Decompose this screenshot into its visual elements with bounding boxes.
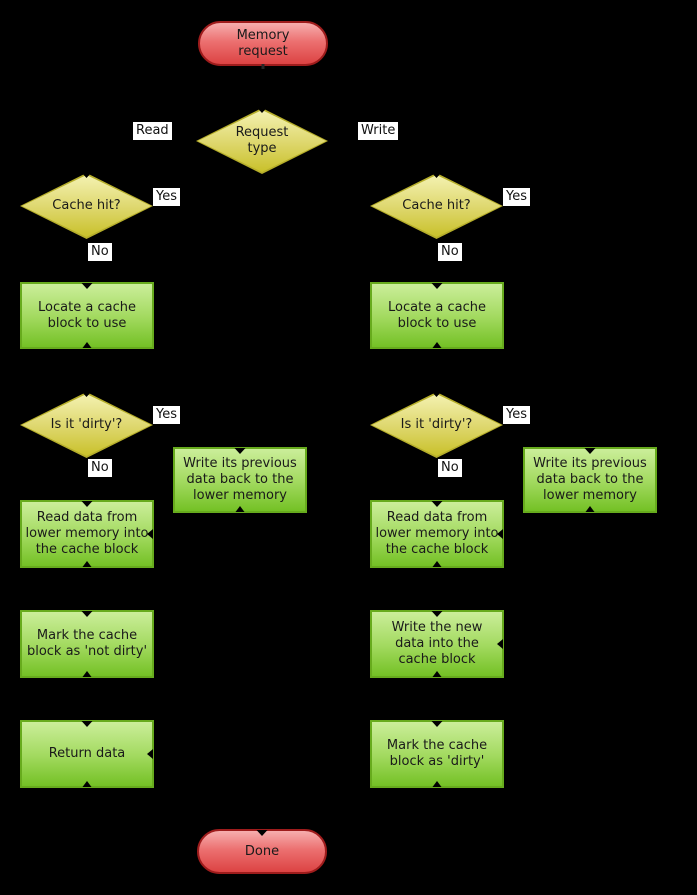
node-mark-dirty: Mark the cache block as 'dirty': [370, 720, 504, 788]
node-read-from-lower-read: Read data from lower memory into the cac…: [20, 500, 154, 568]
node-label: Locate a cache block to use: [388, 299, 486, 331]
node-return-data: Return data: [20, 720, 154, 788]
node-label: Request type: [235, 125, 289, 156]
arrowhead-icon: [497, 529, 503, 539]
arrowhead-icon: [81, 391, 92, 397]
arrowhead-icon: [81, 283, 93, 289]
edge-stub-icon: [82, 342, 92, 348]
node-label: Cache hit?: [402, 198, 471, 213]
node-locate-cache-block-write: Locate a cache block to use: [370, 282, 504, 349]
arrowhead-icon: [147, 529, 153, 539]
node-write-back-read: Write its previous data back to the lowe…: [173, 447, 307, 513]
edge-stub-icon: [82, 781, 92, 787]
edge-label-no: No: [88, 243, 112, 261]
node-is-dirty-write: Is it 'dirty'?: [370, 391, 503, 458]
arrowhead-icon: [431, 721, 443, 727]
arrowhead-icon: [256, 830, 268, 836]
arrowhead-icon: [81, 611, 93, 617]
edge-stub-icon: [432, 342, 442, 348]
node-label: Write the new data into the cache block: [391, 620, 483, 667]
arrowhead-icon: [256, 107, 268, 113]
arrowhead-icon: [431, 611, 443, 617]
arrowhead-icon: [81, 721, 93, 727]
node-read-from-lower-write: Read data from lower memory into the cac…: [370, 500, 504, 568]
edge-label-no: No: [438, 459, 462, 477]
edge-label-yes: Yes: [503, 188, 530, 206]
edge-label-yes: Yes: [153, 406, 180, 424]
node-label: Memory request: [236, 27, 290, 59]
edge-stub-icon: [585, 506, 595, 512]
node-memory-request: Memory request: [198, 21, 328, 69]
node-is-dirty-read: Is it 'dirty'?: [20, 391, 153, 458]
node-label: Done: [244, 843, 280, 859]
node-label: Is it 'dirty'?: [400, 417, 473, 432]
node-request-type: Request type: [196, 107, 328, 174]
arrowhead-icon: [431, 283, 443, 289]
arrowhead-icon: [234, 448, 246, 454]
arrowhead-icon: [497, 639, 503, 649]
node-label: Return data: [48, 746, 126, 761]
edge-label-no: No: [438, 243, 462, 261]
node-write-new-data: Write the new data into the cache block: [370, 610, 504, 678]
arrowhead-icon: [431, 501, 443, 507]
node-cache-hit-write: Cache hit?: [370, 172, 503, 239]
edge-stub-icon: [82, 671, 92, 677]
arrowhead-icon: [81, 501, 93, 507]
node-label: Write its previous data back to the lowe…: [183, 456, 297, 503]
edge-label-yes: Yes: [503, 406, 530, 424]
node-mark-not-dirty: Mark the cache block as 'not dirty': [20, 610, 154, 678]
node-write-back-write: Write its previous data back to the lowe…: [523, 447, 657, 513]
edge-stub-icon: [432, 781, 442, 787]
edge-label-no: No: [88, 459, 112, 477]
edge-stub-icon: [432, 561, 442, 567]
edge-stub-icon: [82, 561, 92, 567]
node-label: Write its previous data back to the lowe…: [533, 456, 647, 503]
node-label: Is it 'dirty'?: [50, 417, 123, 432]
node-label: Locate a cache block to use: [38, 299, 136, 331]
arrowhead-icon: [431, 172, 442, 178]
node-label: Mark the cache block as 'dirty': [386, 738, 488, 769]
edge-stub: [261, 64, 265, 69]
arrowhead-icon: [81, 172, 92, 178]
node-label: Read data from lower memory into the cac…: [25, 510, 149, 557]
arrowhead-icon: [431, 391, 442, 397]
node-label: Read data from lower memory into the cac…: [375, 510, 499, 557]
edge-label-write: Write: [358, 122, 399, 140]
node-locate-cache-block-read: Locate a cache block to use: [20, 282, 154, 349]
arrowhead-icon: [147, 749, 153, 759]
edge-stub-icon: [432, 671, 442, 677]
node-label: Mark the cache block as 'not dirty': [26, 628, 148, 659]
node-cache-hit-read: Cache hit?: [20, 172, 153, 239]
node-done: Done: [197, 829, 327, 874]
arrowhead-icon: [584, 448, 596, 454]
edge-label-read: Read: [133, 122, 172, 140]
edge-label-yes: Yes: [153, 188, 180, 206]
edge-stub-icon: [235, 506, 245, 512]
node-label: Cache hit?: [52, 198, 121, 213]
